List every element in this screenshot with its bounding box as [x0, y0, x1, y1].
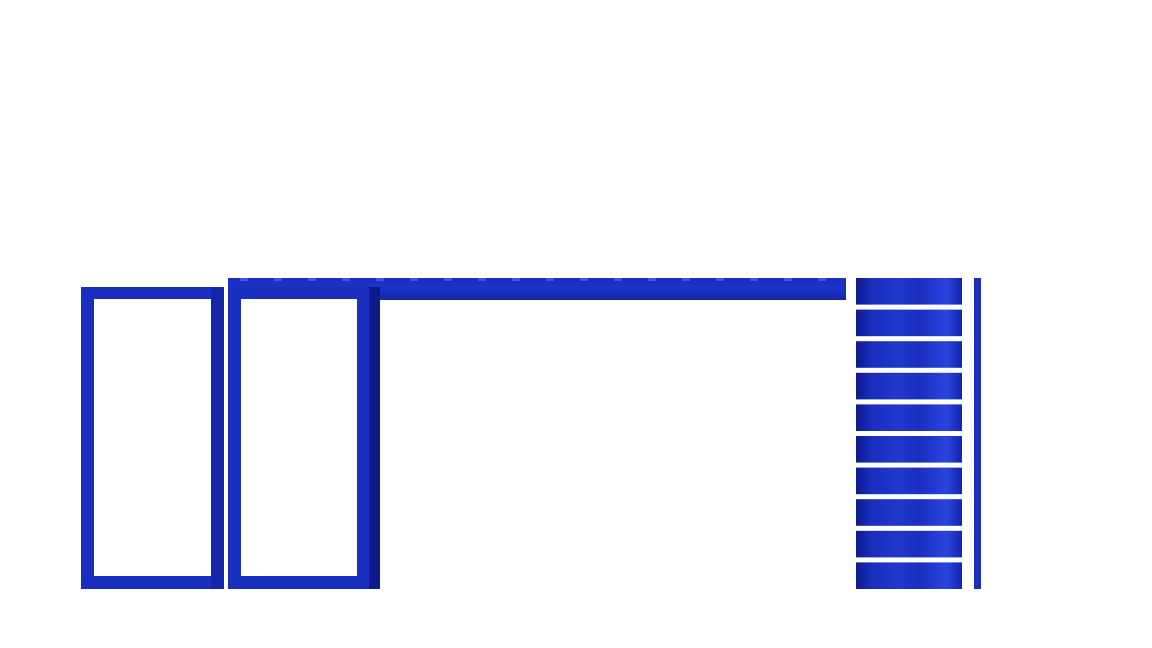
beam-notch [648, 278, 656, 281]
beam-notch [750, 278, 758, 281]
ladder-shelf [856, 278, 981, 589]
beam-notch [546, 278, 554, 281]
door-frame-left [81, 287, 224, 589]
ladder-rung [856, 341, 962, 368]
beam-notch [682, 278, 690, 281]
beam-notch [274, 278, 282, 281]
ladder-rung [856, 499, 962, 526]
ladder-rung [856, 530, 962, 558]
ladder-rung [856, 562, 962, 589]
beam-notch [580, 278, 588, 281]
beam-notch [784, 278, 792, 281]
ladder-rung [856, 278, 962, 305]
beam-notch [614, 278, 622, 281]
beam-notch [716, 278, 724, 281]
ladder-rung [856, 436, 962, 463]
ladder-rung [856, 404, 962, 431]
beam-notch [376, 278, 384, 281]
beam-notch [444, 278, 452, 281]
beam-notch [512, 278, 520, 281]
beam-notch [478, 278, 486, 281]
beam-notch [818, 278, 826, 281]
ladder-rung [856, 309, 962, 337]
top-beam [228, 278, 846, 300]
beam-notch [240, 278, 248, 281]
ladder-rung [856, 467, 962, 495]
door-frame-middle [228, 287, 380, 589]
beam-notch [342, 278, 350, 281]
beam-notch [410, 278, 418, 281]
ladder-rung [856, 372, 962, 400]
beam-notch [308, 278, 316, 281]
